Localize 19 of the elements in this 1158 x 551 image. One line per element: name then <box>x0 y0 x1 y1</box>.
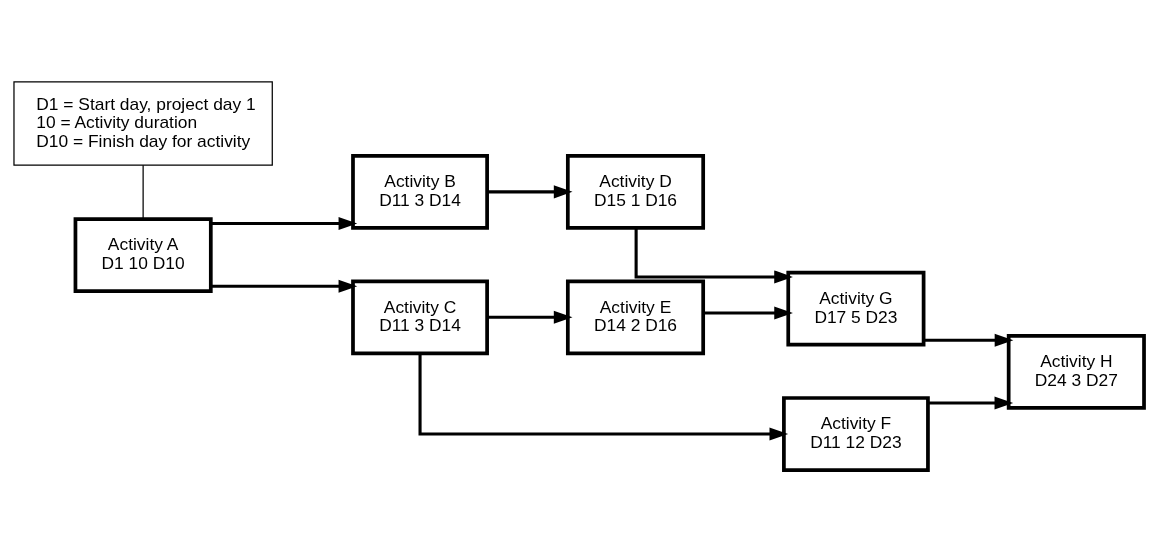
arrow <box>418 353 789 441</box>
node-box: Activity E D14 2 D16 <box>565 278 706 355</box>
connector <box>142 164 144 220</box>
node-box: Activity B D11 3 D14 <box>351 153 489 230</box>
arrow <box>487 184 573 198</box>
arrow <box>703 305 793 319</box>
node-box: Activity G D17 5 D23 <box>786 270 926 346</box>
arrow <box>487 310 573 324</box>
arrow <box>210 216 358 230</box>
node-box: Activity F D11 12 D23 <box>782 395 930 472</box>
arrow <box>928 395 1014 409</box>
arrow <box>923 333 1014 347</box>
node-box: D1 = Start day, project day 1 10 = Activity duration D10 = Finish day for activity <box>13 80 273 166</box>
arrow <box>634 227 793 283</box>
node-box: Activity H D24 3 D27 <box>1006 333 1146 410</box>
node-box: Activity C D11 3 D14 <box>351 278 489 355</box>
node-box: Activity D D15 1 D16 <box>565 153 706 230</box>
arrow <box>210 279 358 293</box>
node-box: Activity A D1 10 D10 <box>73 216 213 293</box>
